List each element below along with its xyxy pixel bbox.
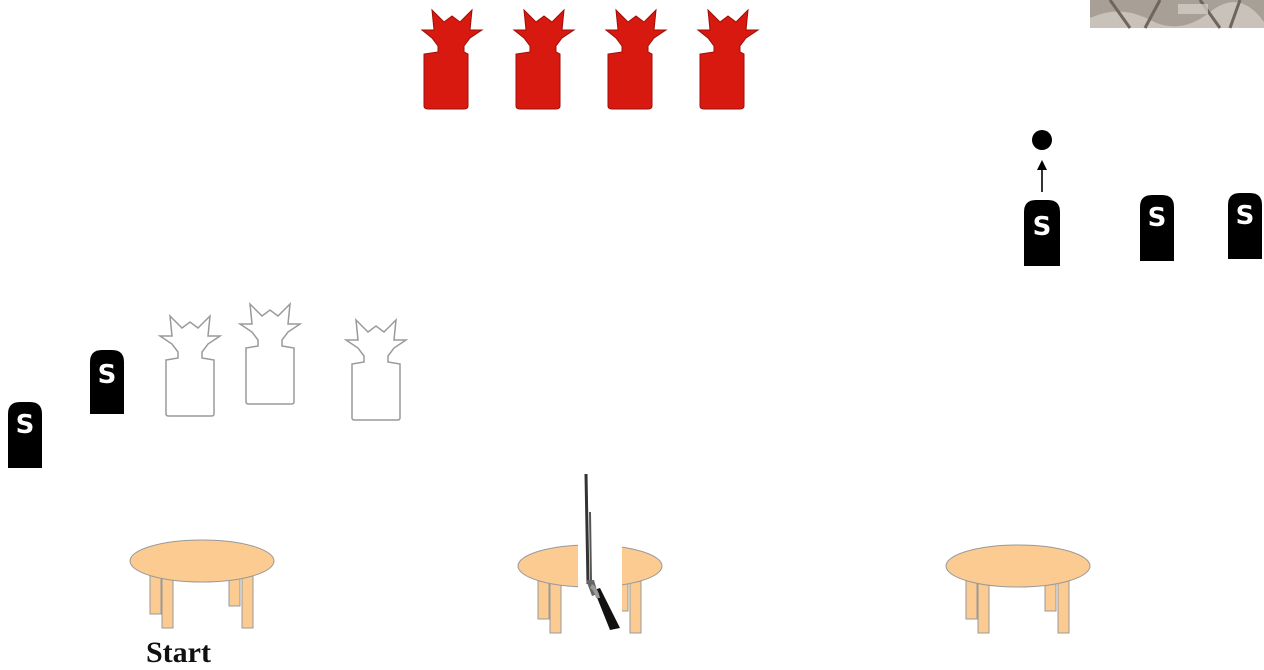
table-3 (942, 543, 1094, 637)
rifle-icon (578, 472, 624, 632)
table-1 (126, 538, 278, 632)
red-target-4 (694, 6, 762, 110)
round-popper-icon (1030, 128, 1054, 196)
steel-plate-right-1: S (1022, 198, 1062, 266)
steel-plate-letter: S (1138, 203, 1176, 233)
red-target-2 (510, 6, 578, 110)
steel-plate-letter: S (1226, 201, 1264, 231)
outline-target-1 (158, 312, 222, 418)
start-label: Start (146, 636, 211, 670)
red-target-1 (418, 6, 486, 110)
photo-thumbnail (1090, 0, 1264, 28)
steel-plate-right-2: S (1138, 193, 1176, 261)
steel-plate-left-1: S (88, 348, 126, 414)
steel-plate-letter: S (1022, 212, 1062, 242)
steel-plate-right-3: S (1226, 191, 1264, 259)
steel-plate-letter: S (6, 410, 44, 440)
steel-plate-letter: S (88, 360, 126, 390)
red-target-3 (602, 6, 670, 110)
steel-plate-left-2: S (6, 400, 44, 468)
outline-target-2 (238, 300, 302, 406)
outline-target-3 (344, 316, 408, 422)
